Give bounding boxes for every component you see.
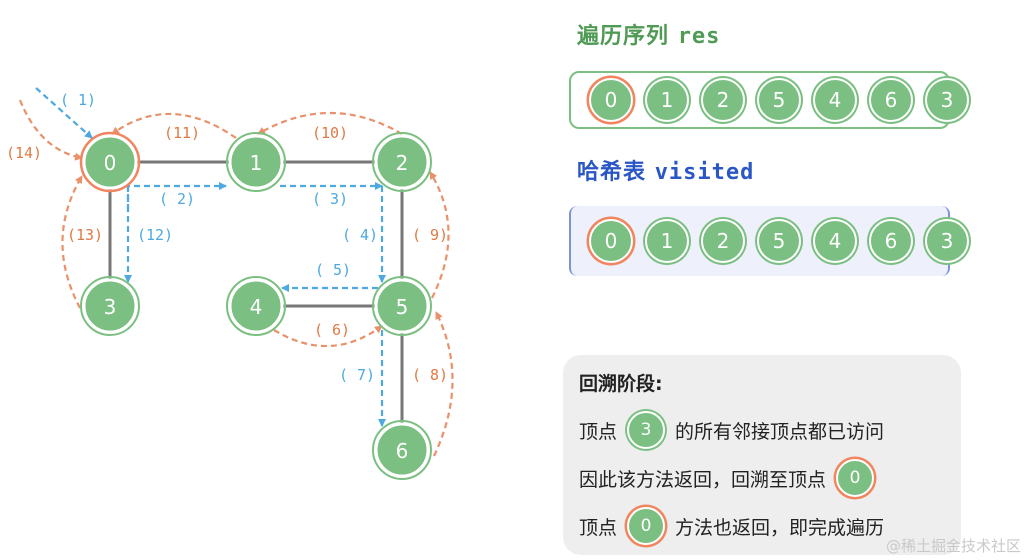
res-item-chip: 2	[701, 78, 745, 122]
graph-node-circle	[228, 278, 284, 334]
graph-node: 0	[79, 131, 141, 193]
step-label: ( 8)	[412, 366, 448, 384]
note-node-chip-active: 0	[836, 459, 875, 497]
visited-item-chip: 5	[757, 219, 801, 263]
graph-node-label: 0	[104, 151, 117, 175]
res-title-text: 遍历序列	[577, 24, 670, 49]
note-line-1-prefix: 顶点	[579, 420, 618, 443]
graph-node-circle	[82, 134, 138, 190]
graph-node-label: 3	[104, 295, 117, 319]
graph-node-ring	[80, 276, 140, 336]
step-label: ( 3)	[312, 190, 348, 208]
graph-node: 1	[226, 132, 286, 192]
graph-node: 6	[372, 420, 432, 480]
res-item-chip: 4	[813, 78, 857, 122]
visited-title-text: 哈希表	[577, 160, 647, 185]
graph-node-label: 6	[396, 439, 409, 463]
graph-node-ring	[372, 420, 432, 480]
graph-node: 2	[372, 132, 432, 192]
note-node-chip-active: 0	[627, 507, 666, 545]
step-label: (12)	[137, 226, 173, 244]
step-label: (10)	[312, 124, 348, 142]
traversal-step-path	[273, 325, 383, 348]
traversal-step-path	[61, 175, 83, 309]
traversal-step-path	[433, 311, 454, 457]
dfs-graph: 0 1 2 3 4 5 6 ( 1) ( 2) ( 3) ( 4) ( 5) ( 6) ( 7) ( 8)…	[6, 87, 454, 480]
note-line-3-suffix: 方法也返回，即完成遍历	[675, 516, 885, 539]
visited-item-chip: 0	[589, 219, 633, 263]
graph-node-circle	[374, 278, 430, 334]
graph-node: 5	[372, 276, 432, 336]
backtrack-note: 回溯阶段: 顶点 3 的所有邻接顶点都已访问 因此该方法返回，回溯至顶点 0 顶…	[563, 355, 961, 555]
step-label: ( 5)	[315, 261, 351, 279]
res-title: 遍历序列 res	[577, 18, 720, 50]
res-item-chip: 6	[869, 78, 913, 122]
graph-node-label: 1	[250, 151, 263, 175]
res-item-chip: 5	[757, 78, 801, 122]
step-label: ( 6)	[314, 321, 350, 339]
traversal-step-path	[35, 87, 93, 139]
res-item-chip: 0	[589, 78, 633, 122]
step-label: ( 1)	[60, 91, 96, 109]
traversal-step-path	[18, 99, 83, 161]
note-line-2: 因此该方法返回，回溯至顶点 0	[579, 458, 945, 498]
note-line-3-prefix: 顶点	[579, 516, 618, 539]
res-title-code: res	[677, 24, 721, 49]
res-item-chip: 3	[925, 78, 969, 122]
graph-node-circle	[82, 278, 138, 334]
graph-node-ring	[226, 276, 286, 336]
note-node-chip: 3	[627, 411, 666, 449]
graph-node-circle	[228, 134, 284, 190]
visited-item-chip: 6	[869, 219, 913, 263]
note-line-3: 顶点 0 方法也返回，即完成遍历	[579, 506, 945, 546]
visited-title-code: visited	[654, 160, 755, 185]
step-label: ( 2)	[159, 190, 195, 208]
graph-node-ring	[79, 131, 141, 193]
graph-node: 4	[226, 276, 286, 336]
graph-node-circle	[374, 134, 430, 190]
graph-node-circle	[374, 422, 430, 478]
graph-node-label: 4	[250, 295, 263, 319]
visited-item-chip: 3	[925, 219, 969, 263]
traversal-step-path	[257, 112, 403, 135]
step-label: (14)	[6, 144, 42, 162]
visited-title: 哈希表 visited	[577, 154, 754, 186]
step-label: ( 4)	[342, 226, 378, 244]
note-line-1-suffix: 的所有邻接顶点都已访问	[675, 420, 885, 443]
visited-item-chip: 2	[701, 219, 745, 263]
graph-node-ring	[226, 132, 286, 192]
step-label: ( 7)	[339, 366, 375, 384]
res-item-chip: 1	[645, 78, 689, 122]
note-line-1: 顶点 3 的所有邻接顶点都已访问	[579, 410, 945, 450]
note-line-2-prefix: 因此该方法返回，回溯至顶点	[579, 468, 827, 491]
graph-node-ring	[372, 276, 432, 336]
watermark: @稀土掘金技术社区	[885, 537, 1021, 555]
note-title: 回溯阶段:	[579, 373, 663, 395]
visited-item-chip: 1	[645, 219, 689, 263]
visited-item-chip: 4	[813, 219, 857, 263]
step-label: ( 9)	[412, 226, 448, 244]
graph-node: 3	[80, 276, 140, 336]
step-label: (13)	[67, 226, 103, 244]
step-label: (11)	[164, 124, 200, 142]
graph-node-ring	[372, 132, 432, 192]
graph-node-label: 2	[396, 151, 409, 175]
graph-node-label: 5	[396, 295, 409, 319]
